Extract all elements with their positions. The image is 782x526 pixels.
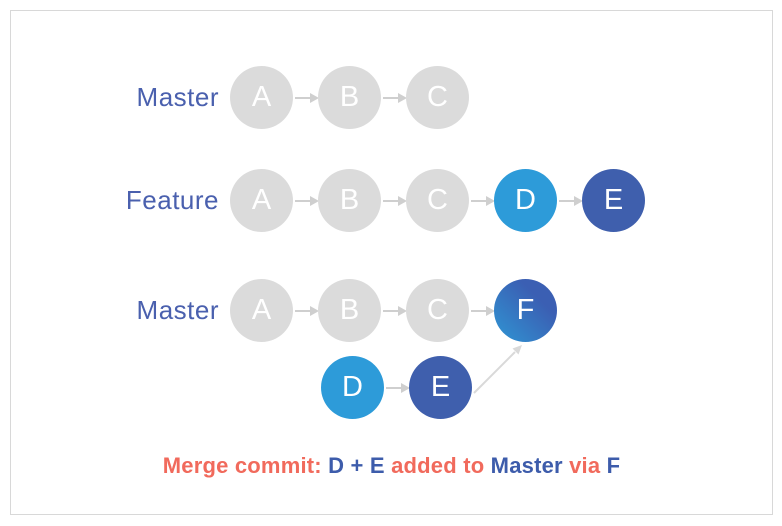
caption-segment: F	[606, 453, 621, 478]
commit-node-merged-b: B	[318, 279, 381, 342]
branch-label-feature: Feature	[125, 185, 219, 215]
commit-node-merge-f: F	[494, 279, 557, 342]
caption-segment: added to	[384, 453, 491, 478]
commit-node-master-b: B	[318, 66, 381, 129]
commit-node-master-a: A	[230, 66, 293, 129]
arrow-right-icon	[295, 93, 319, 103]
commit-letter: D	[342, 371, 363, 403]
commit-letter: C	[427, 81, 448, 113]
arrow-right-icon	[295, 306, 319, 316]
merge-arrow-icon	[473, 345, 522, 394]
commit-letter: E	[603, 184, 624, 216]
commit-node-feature-b: B	[318, 169, 381, 232]
commit-node-merged-d: D	[321, 356, 384, 419]
commit-letter: F	[516, 294, 535, 326]
commit-node-merged-e: E	[409, 356, 472, 419]
commit-letter: A	[251, 294, 272, 326]
caption-segment: Master	[490, 453, 563, 478]
commit-letter: B	[339, 184, 360, 216]
caption-segment: D + E	[328, 453, 385, 478]
commit-letter: A	[251, 184, 272, 216]
commit-node-feature-c: C	[406, 169, 469, 232]
commit-node-master-c: C	[406, 66, 469, 129]
commit-letter: A	[251, 81, 272, 113]
commit-letter: E	[430, 371, 451, 403]
commit-node-feature-a: A	[230, 169, 293, 232]
arrow-right-icon	[559, 196, 583, 206]
merge-caption: Merge commit: D + E added to Master via …	[11, 453, 772, 479]
commit-letter: B	[339, 81, 360, 113]
arrow-right-icon	[383, 196, 407, 206]
commit-node-feature-d: D	[494, 169, 557, 232]
arrow-right-icon	[471, 196, 495, 206]
arrow-right-icon	[295, 196, 319, 206]
commit-letter: C	[427, 184, 448, 216]
commit-letter: D	[515, 184, 536, 216]
diagram-frame: Master A B C Feature A B	[10, 10, 773, 515]
commit-node-feature-e: E	[582, 169, 645, 232]
commit-letter: B	[339, 294, 360, 326]
branch-label-master-bottom: Master	[136, 295, 219, 325]
commit-letter: C	[427, 294, 448, 326]
branch-label-master-top: Master	[136, 82, 219, 112]
caption-segment: via	[562, 453, 607, 478]
commit-node-merged-c: C	[406, 279, 469, 342]
arrow-right-icon	[383, 93, 407, 103]
arrow-right-icon	[383, 306, 407, 316]
arrow-right-icon	[471, 306, 495, 316]
arrow-right-icon	[386, 383, 410, 393]
commit-node-merged-a: A	[230, 279, 293, 342]
caption-segment: Merge commit:	[162, 453, 329, 478]
